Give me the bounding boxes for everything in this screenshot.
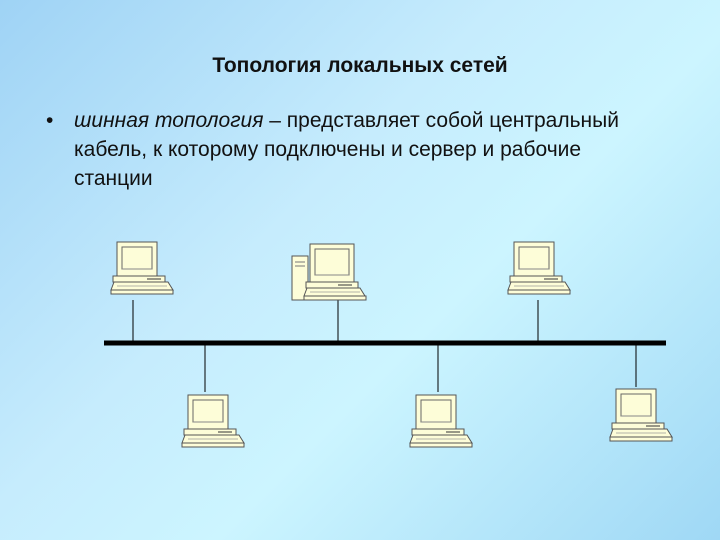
- workstation-4-icon: [409, 394, 473, 448]
- bullet-term: шинная топология: [74, 109, 264, 132]
- workstation-2-icon: [507, 241, 571, 295]
- bullet-text: шинная топология – представляет собой це…: [74, 106, 646, 193]
- workstation-3-icon: [181, 394, 245, 448]
- workstation-5-icon: [609, 388, 673, 442]
- bullet-marker: •: [46, 109, 54, 132]
- workstation-1-icon: [110, 241, 174, 295]
- bullet-description: – представляет собой центральный кабель,…: [74, 109, 619, 190]
- slide-title: Топология локальных сетей: [212, 54, 508, 77]
- bullet-point: • шинная топология – представляет собой …: [46, 106, 646, 193]
- server-icon: [291, 243, 367, 301]
